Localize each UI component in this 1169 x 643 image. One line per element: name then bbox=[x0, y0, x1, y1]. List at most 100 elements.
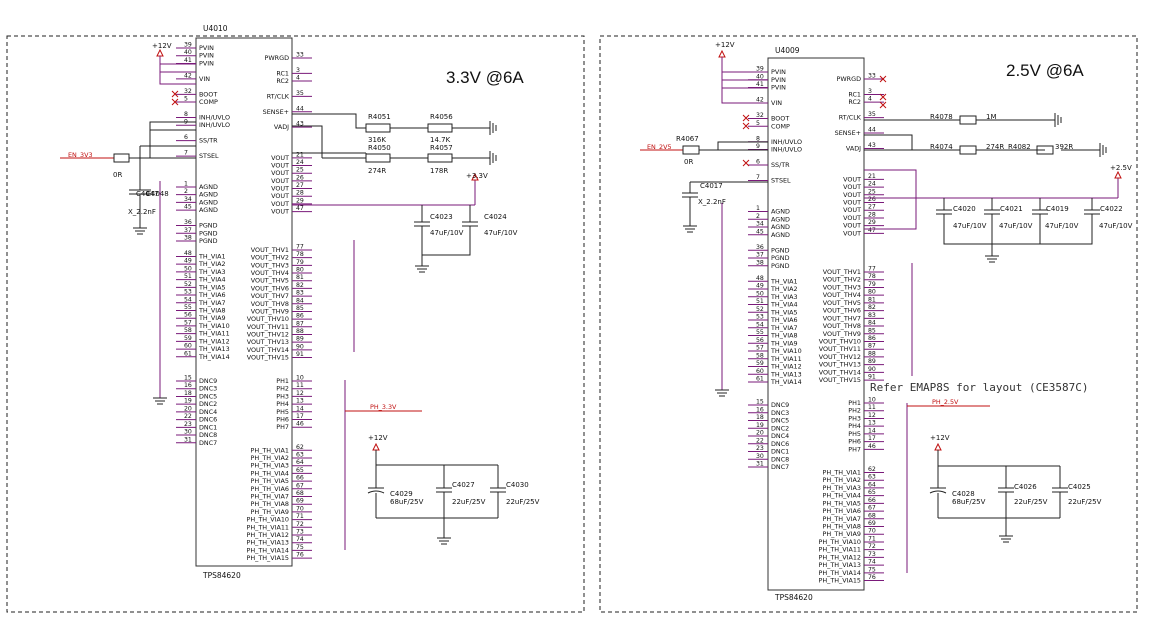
pin-number: 29 bbox=[868, 219, 876, 226]
pin-name: VIN bbox=[771, 99, 782, 107]
pin-name: PGND bbox=[771, 254, 790, 262]
left-r4057-val: 178R bbox=[430, 167, 448, 175]
left-out-rail-arrow bbox=[471, 172, 479, 181]
pin-number: 46 bbox=[868, 443, 876, 450]
pin-name: BOOT bbox=[199, 90, 217, 98]
left-r4057-ref: R4057 bbox=[430, 144, 453, 152]
pin-number: 18 bbox=[756, 414, 764, 421]
pin-name: PH_TH_VIA14 bbox=[246, 546, 289, 554]
pin-number: 47 bbox=[868, 227, 876, 234]
pin-number: 34 bbox=[756, 221, 764, 228]
pin-name: VOUT bbox=[271, 169, 289, 177]
pin-number: 72 bbox=[296, 521, 304, 528]
pin-name: PH_TH_VIA6 bbox=[251, 485, 289, 493]
pin-name: TH_VIA4 bbox=[770, 301, 798, 309]
pin-number: 54 bbox=[184, 296, 192, 303]
pin-name: PH5 bbox=[276, 408, 289, 416]
right-r4074-val: 274R bbox=[986, 143, 1004, 151]
pin-number: 21 bbox=[868, 173, 876, 180]
pin-number: 18 bbox=[184, 390, 192, 397]
pin-number: 67 bbox=[296, 482, 304, 489]
pin-number: 19 bbox=[184, 398, 192, 405]
right-title: 2.5V @6A bbox=[1006, 61, 1084, 80]
pin-name: VADJ bbox=[274, 123, 289, 131]
pin-number: 52 bbox=[756, 306, 764, 313]
pin-name: SS/TR bbox=[771, 161, 790, 169]
pin-number: 78 bbox=[868, 273, 876, 280]
pin-number: 22 bbox=[756, 437, 764, 444]
left-ph-net: PH_3.3V bbox=[370, 403, 397, 411]
pin-name: SENSE+ bbox=[263, 108, 289, 116]
pin-number: 79 bbox=[868, 281, 876, 288]
pin-number: 8 bbox=[756, 135, 760, 142]
pin-number: 90 bbox=[868, 366, 876, 373]
pin-name: VOUT_THV3 bbox=[251, 261, 289, 269]
pin-number: 38 bbox=[184, 235, 192, 242]
pin-name: PH_TH_VIA2 bbox=[823, 476, 861, 484]
right-fb-wires bbox=[864, 119, 1100, 151]
pin-number: 42 bbox=[184, 72, 192, 79]
pin-number: 77 bbox=[868, 266, 876, 273]
right-r4074-ref: R4074 bbox=[930, 143, 953, 151]
right-out-rail: +2.5V bbox=[1110, 164, 1132, 172]
pin-number: 49 bbox=[184, 258, 192, 265]
pin-name: PH_TH_VIA8 bbox=[823, 523, 861, 531]
left-fb-wires bbox=[292, 113, 367, 159]
right-ic-right-pins: 33PWRGD3RC14RC235RT/CLK44SENSE+43VADJ21V… bbox=[819, 73, 884, 384]
pin-number: 74 bbox=[296, 536, 304, 543]
right-noconnect-marks bbox=[742, 75, 887, 167]
pin-name: VOUT_THV13 bbox=[819, 361, 861, 369]
pin-number: 82 bbox=[296, 282, 304, 289]
pin-name: TH_VIA9 bbox=[198, 314, 226, 322]
right-c4020-val: 47uF/10V bbox=[953, 222, 987, 230]
pin-number: 17 bbox=[296, 413, 304, 420]
pin-name: PH_TH_VIA13 bbox=[246, 539, 289, 547]
pin-number: 53 bbox=[756, 314, 764, 321]
pin-name: VOUT bbox=[271, 162, 289, 170]
pin-name: PH_TH_VIA13 bbox=[818, 561, 861, 569]
pin-number: 73 bbox=[296, 529, 304, 536]
pin-number: 62 bbox=[868, 466, 876, 473]
pin-name: VOUT_THV2 bbox=[823, 276, 861, 284]
pin-number: 63 bbox=[868, 474, 876, 481]
pin-number: 87 bbox=[868, 343, 876, 350]
pin-name: PVIN bbox=[771, 84, 786, 92]
right-ic-right-pins-ph: 10PH111PH212PH313PH414PH517PH646PH762PH_… bbox=[818, 397, 884, 585]
pin-name: PH_TH_VIA4 bbox=[251, 469, 289, 477]
pin-name: PH_TH_VIA7 bbox=[823, 515, 861, 523]
